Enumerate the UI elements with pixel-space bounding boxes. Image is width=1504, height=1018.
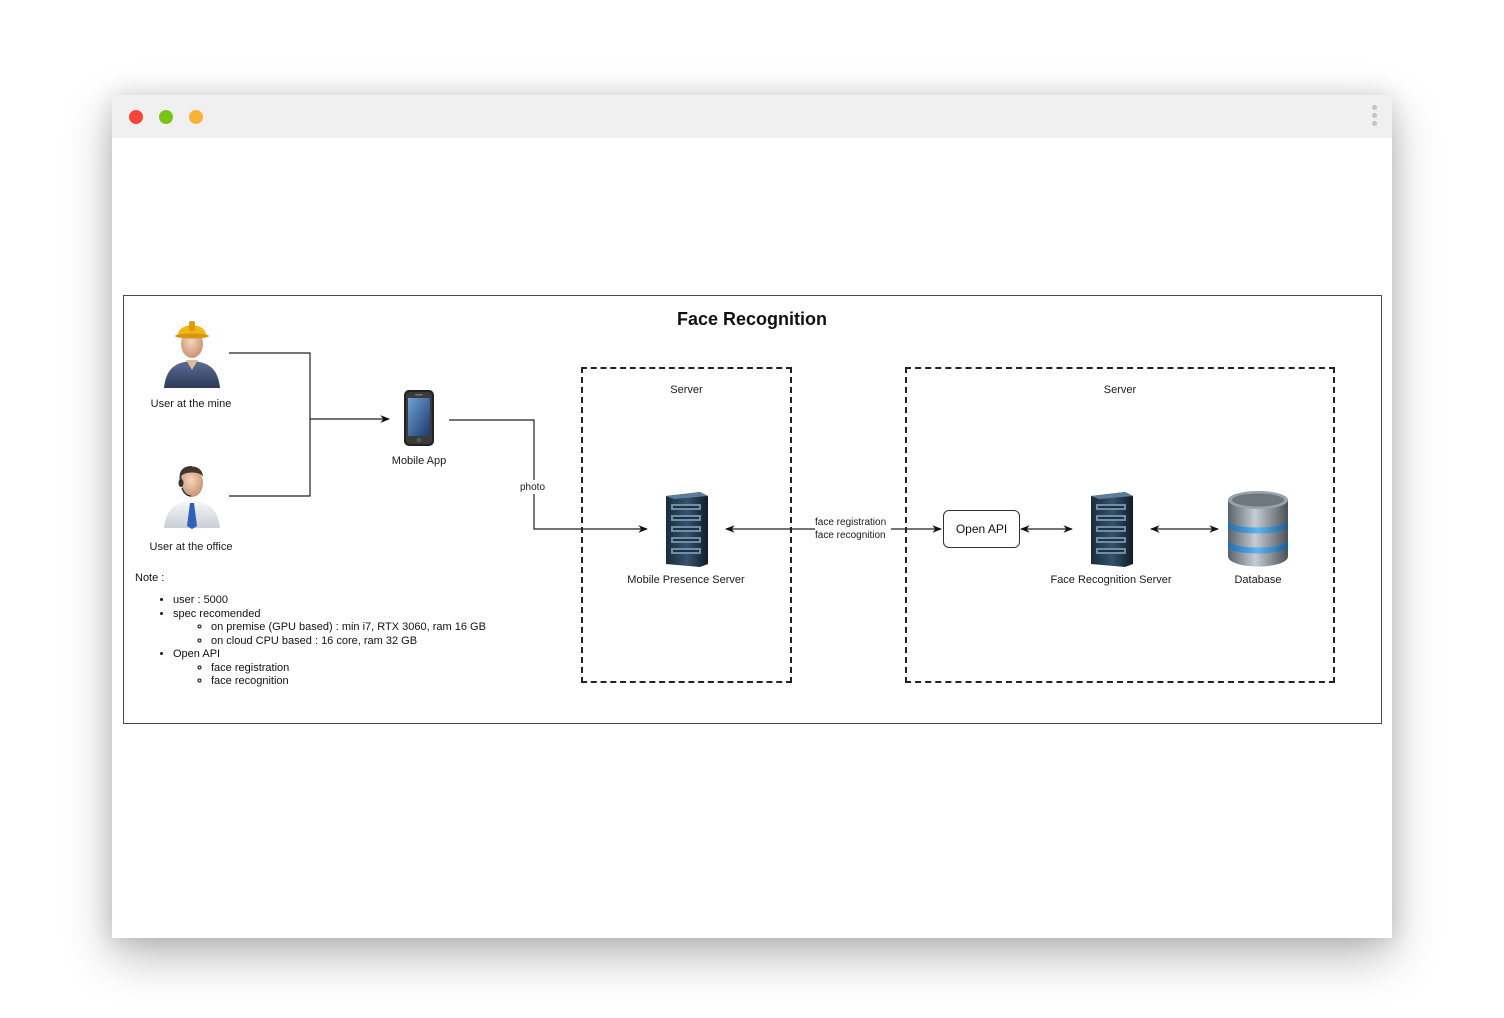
server-group-left bbox=[581, 367, 792, 683]
edge-label-photo: photo bbox=[520, 482, 546, 493]
user-office-label: User at the office bbox=[149, 541, 233, 553]
diagram-canvas: Face Recognition Server Server bbox=[123, 295, 1382, 724]
browser-window: Face Recognition Server Server bbox=[112, 95, 1392, 938]
note-title: Note : bbox=[135, 572, 165, 584]
note-subitem: face registration bbox=[211, 662, 495, 676]
open-api-node[interactable]: Open API bbox=[943, 510, 1020, 548]
connectors bbox=[229, 352, 1219, 544]
server-rack-icon bbox=[660, 490, 712, 573]
database-icon bbox=[1224, 490, 1292, 573]
database-label: Database bbox=[1234, 574, 1282, 586]
note-item: user : 5000 bbox=[173, 594, 495, 608]
edge-label-face-registration: face registration bbox=[815, 517, 887, 528]
edge-photo bbox=[449, 419, 648, 533]
note-subitem: on premise (GPU based) : min i7, RTX 306… bbox=[211, 621, 495, 635]
edge-label-face-recognition: face recognition bbox=[815, 530, 886, 541]
server-group-left-label: Server bbox=[670, 384, 703, 396]
maximize-window-button[interactable] bbox=[189, 110, 203, 124]
face-recognition-server-label: Face Recognition Server bbox=[1050, 574, 1172, 586]
server-group-right-label: Server bbox=[1103, 384, 1137, 396]
note-item: spec recomended on premise (GPU based) :… bbox=[173, 608, 495, 649]
title-bar bbox=[112, 95, 1392, 138]
note-subitem: on cloud CPU based : 16 core, ram 32 GB bbox=[211, 635, 495, 649]
more-vertical-icon[interactable] bbox=[1370, 105, 1378, 129]
note-list: user : 5000 spec recomended on premise (… bbox=[135, 594, 495, 689]
server-group-right bbox=[905, 367, 1335, 683]
edge-user-mine bbox=[229, 352, 311, 419]
construction-worker-icon bbox=[160, 316, 224, 395]
edge-user-office bbox=[229, 419, 311, 497]
server-rack-icon bbox=[1085, 490, 1137, 573]
close-window-button[interactable] bbox=[129, 110, 143, 124]
diagram-title: Face Recognition bbox=[676, 309, 828, 329]
user-mine-label: User at the mine bbox=[150, 398, 232, 410]
note-item: Open API face registration face recognit… bbox=[173, 648, 495, 689]
minimize-window-button[interactable] bbox=[159, 110, 173, 124]
office-worker-icon bbox=[160, 458, 224, 535]
mobile-presence-server-label: Mobile Presence Server bbox=[627, 574, 745, 586]
mobile-app-label: Mobile App bbox=[391, 455, 447, 467]
smartphone-icon bbox=[402, 389, 436, 454]
note-subitem: face recognition bbox=[211, 675, 495, 689]
